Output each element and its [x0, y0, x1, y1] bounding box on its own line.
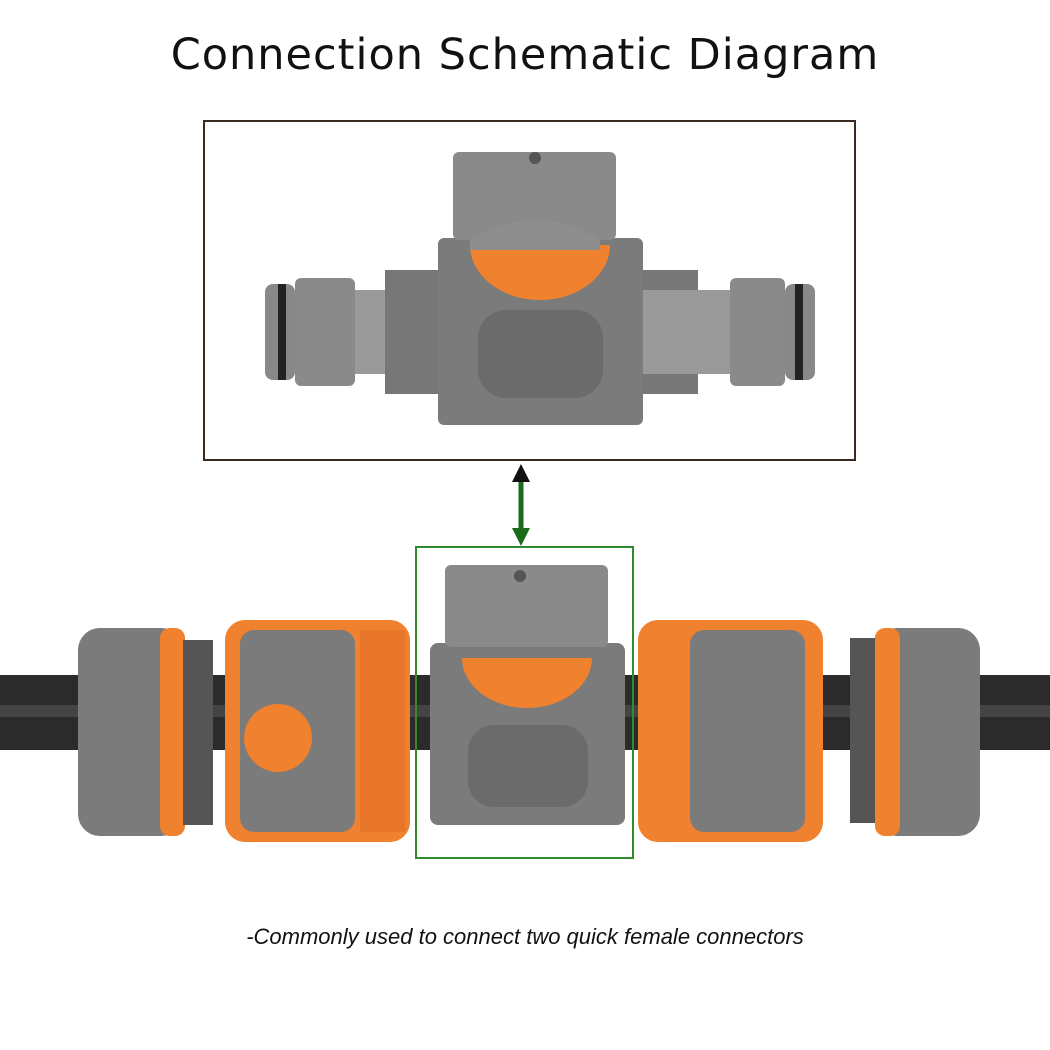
valve-connector-icon — [265, 152, 815, 425]
female-quick-connector-right-icon — [638, 620, 980, 842]
diagram-title: Connection Schematic Diagram — [170, 30, 880, 80]
caption: -Commonly used to connect two quick fema… — [246, 924, 804, 949]
valve-connector-installed-icon — [430, 565, 625, 825]
female-quick-connector-left-icon — [78, 620, 410, 842]
double-arrow-icon — [512, 464, 530, 546]
highlight-frame — [415, 546, 634, 859]
